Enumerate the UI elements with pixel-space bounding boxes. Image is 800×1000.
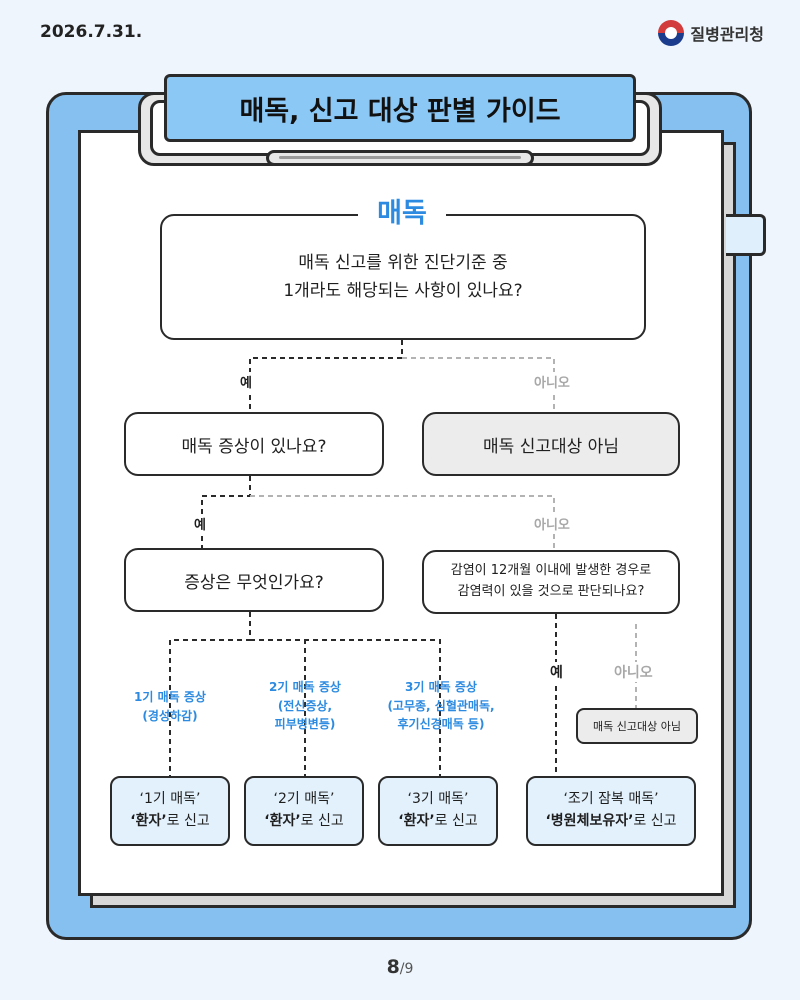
page-current: 8 (386, 956, 400, 978)
label-yes-2: 예 (192, 514, 208, 533)
q1-line-1: 매독 신고를 위한 진단기준 중 (298, 252, 508, 273)
stage-2-desc-2: 피부병변등) (274, 717, 336, 732)
stage-2-label: 2기 매독 증상 (전신증상, 피부병변등) (242, 678, 368, 734)
connector-q1-yes (249, 340, 403, 412)
stage-3-label: 3기 매독 증상 (고무종, 심혈관매독, 후기신경매독 등) (372, 678, 510, 734)
result-stage-2-title: ‘2기 매독’ (273, 791, 335, 808)
infect-line-1: 감염이 12개월 이내에 발생한 경우로 (450, 563, 652, 579)
question-infection-12months: 감염이 12개월 이내에 발생한 경우로 감염력이 있을 것으로 판단되나요? (422, 550, 680, 614)
label-no-2: 아니오 (532, 514, 572, 533)
connector-what-branches (169, 612, 441, 776)
result-stage-2-type: ‘환자’ (264, 813, 301, 829)
org-logo: 질병관리청 (658, 20, 764, 46)
result-stage-1: ‘1기 매독’ ‘환자’로 신고 (110, 776, 230, 846)
result-early-latent-type: ‘병원체보유자’ (545, 813, 634, 829)
infect-line-2: 감염력이 있을 것으로 판단되나요? (457, 584, 645, 599)
stage-2-title: 2기 매독 증상 (269, 680, 341, 694)
result-early-latent-action: 로 신고 (633, 813, 677, 829)
clip-slot (266, 150, 534, 166)
q1-line-2: 1개라도 해당되는 사항이 있나요? (283, 281, 523, 301)
result-stage-3-action: 로 신고 (434, 813, 478, 829)
label-yes-1: 예 (238, 372, 254, 391)
stage-3-desc-1: (고무종, 심혈관매독, (387, 698, 495, 713)
stage-2-desc-1: (전신증상, (277, 698, 333, 713)
question-what-symptom: 증상은 무엇인가요? (124, 548, 384, 612)
question-diagnosis-criteria: 매독 신고를 위한 진단기준 중 1개라도 해당되는 사항이 있나요? (160, 214, 646, 340)
stage-1-title: 1기 매독 증상 (134, 690, 206, 704)
result-stage-1-action: 로 신고 (166, 813, 210, 829)
connector-symptom-yes (201, 476, 251, 548)
stage-3-desc-2: 후기신경매독 등) (397, 717, 485, 732)
label-no-3: 아니오 (612, 662, 655, 682)
result-stage-3: ‘3기 매독’ ‘환자’로 신고 (378, 776, 498, 846)
date: 2026.7.31. (40, 22, 143, 42)
section-label-syphilis: 매독 (358, 198, 446, 230)
result-stage-2: ‘2기 매독’ ‘환자’로 신고 (244, 776, 364, 846)
label-no-1: 아니오 (532, 372, 572, 391)
label-yes-3: 예 (548, 662, 565, 682)
result-early-latent-title: ‘조기 잠복 매독’ (563, 791, 659, 808)
stage-1-label: 1기 매독 증상 (경성하감) (110, 688, 230, 725)
question-symptom: 매독 증상이 있나요? (124, 412, 384, 476)
paper-tab (726, 214, 766, 256)
page-indicator: 8/9 (0, 956, 800, 978)
result-early-latent: ‘조기 잠복 매독’ ‘병원체보유자’로 신고 (526, 776, 696, 846)
result-not-target: 매독 신고대상 아님 (422, 412, 680, 476)
stage-3-title: 3기 매독 증상 (405, 680, 477, 694)
result-not-target-small: 매독 신고대상 아님 (576, 708, 698, 744)
result-stage-3-title: ‘3기 매독’ (407, 791, 469, 808)
result-stage-1-title: ‘1기 매독’ (139, 791, 201, 808)
page-title: 매독, 신고 대상 판별 가이드 (164, 74, 636, 142)
result-stage-3-type: ‘환자’ (398, 813, 435, 829)
page-total: /9 (399, 961, 414, 977)
org-name: 질병관리청 (690, 25, 764, 44)
result-stage-2-action: 로 신고 (300, 813, 344, 829)
stage-1-desc: (경성하감) (142, 708, 198, 723)
connector-symptom-no (250, 495, 555, 550)
result-stage-1-type: ‘환자’ (130, 813, 167, 829)
kdca-logo-icon (658, 20, 685, 46)
